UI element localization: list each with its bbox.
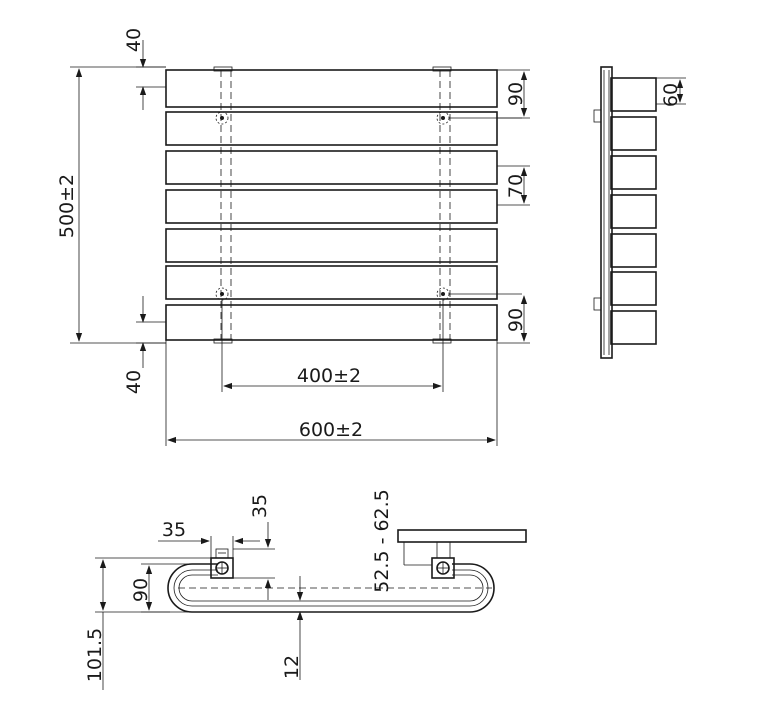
label-bracket-height: 35 (249, 494, 271, 518)
label-bracket-width: 35 (162, 519, 186, 541)
dim-total-height: 500±2 (56, 66, 166, 344)
dim-mount-spacing: 400±2 (221, 300, 444, 392)
plan-view: 35 35 52.5 - 62.5 90 101. (84, 489, 527, 690)
front-view: 40 500±2 40 90 (56, 28, 530, 446)
label-mid-bar: 70 (505, 174, 527, 198)
collector-bars (213, 66, 452, 344)
dim-top-margin: 40 (123, 28, 166, 110)
dim-total-width: 600±2 (165, 340, 498, 446)
label-bottom-margin: 40 (123, 370, 145, 394)
mounting-points (215, 111, 522, 301)
dim-bracket-width: 35 (158, 519, 260, 558)
left-bracket (210, 548, 234, 579)
label-side-depth: 60 (660, 83, 682, 107)
side-view: 60 (593, 66, 686, 359)
dim-bottom-bar: 90 (497, 295, 530, 344)
dim-side-depth: 60 (656, 77, 686, 107)
label-total-width: 600±2 (299, 419, 363, 441)
dim-wall-distance: 52.5 - 62.5 (371, 489, 393, 593)
dim-bracket-height: 35 (233, 494, 275, 600)
dim-loop-height: 90 (130, 563, 211, 613)
label-mount-spacing: 400±2 (297, 365, 361, 387)
dim-top-bar: 90 (497, 69, 530, 119)
right-bracket (397, 529, 527, 579)
label-overall-depth: 101.5 (84, 628, 106, 682)
label-loop-height: 90 (130, 578, 152, 602)
label-wall-distance: 52.5 - 62.5 (371, 489, 393, 593)
label-total-height: 500±2 (56, 174, 78, 238)
label-top-bar: 90 (505, 82, 527, 106)
dim-mid-bar: 70 (497, 165, 530, 206)
side-rails (610, 77, 657, 345)
label-bottom-bar: 90 (505, 308, 527, 332)
front-rails (165, 69, 498, 341)
label-tube-thickness: 12 (281, 655, 303, 679)
dim-tube-thickness: 12 (281, 576, 304, 680)
dim-bottom-margin: 40 (123, 296, 166, 394)
dim-overall-depth: 101.5 (84, 557, 211, 690)
label-top-margin: 40 (123, 28, 145, 52)
